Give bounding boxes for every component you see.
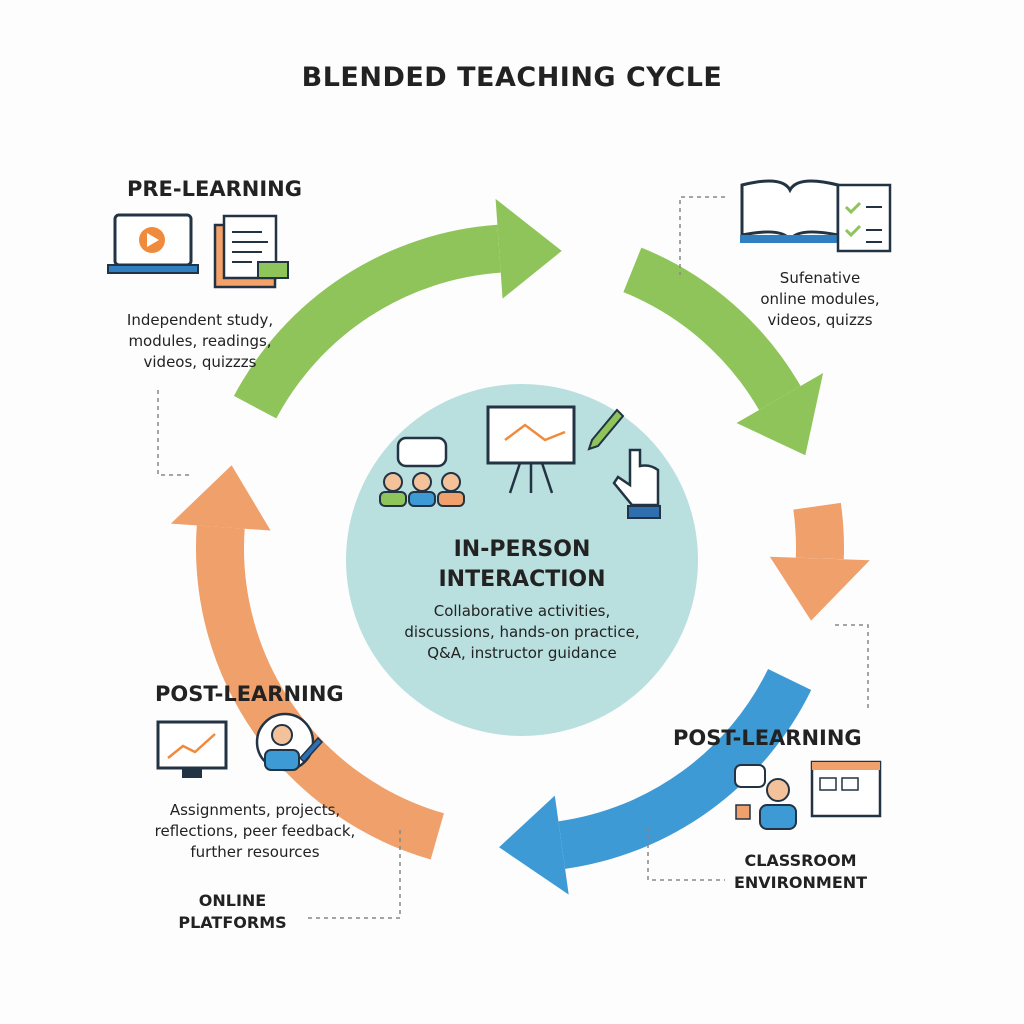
checklist-icon xyxy=(836,183,892,253)
text-line: ONLINE xyxy=(198,891,267,910)
student-writing-icon xyxy=(255,712,324,772)
post-learning-left-heading: POST-LEARNING xyxy=(155,682,344,706)
blue-arrow-bottom-head xyxy=(499,795,569,895)
documents-icon xyxy=(213,214,289,289)
text-line: videos, quizzs xyxy=(767,311,873,329)
center-heading: IN-PERSON xyxy=(453,537,591,562)
text-line: CLASSROOM xyxy=(744,851,857,870)
page-title: BLENDED TEACHING CYCLE xyxy=(301,62,723,93)
text-line: Collaborative activities, xyxy=(433,602,611,620)
dashed-connectors xyxy=(157,196,869,919)
green-arrow-top-head xyxy=(495,198,562,299)
analytics-monitor-icon xyxy=(156,720,228,778)
people-chat-icon xyxy=(379,436,465,507)
text-line: Assignments, projects, xyxy=(169,801,341,819)
blue-arrow-bottom xyxy=(558,668,812,869)
green-arrow-top xyxy=(233,224,502,419)
text-line: discussions, hands-on practice, xyxy=(404,623,640,641)
center-content: IN-PERSON INTERACTION Collaborative acti… xyxy=(346,535,698,664)
post-learning-right-heading: POST-LEARNING xyxy=(673,726,862,750)
center-circle xyxy=(346,384,698,736)
orange-arrow-right-head xyxy=(769,556,870,621)
teacher-chat-icon xyxy=(734,764,797,830)
text-line: further resources xyxy=(190,843,320,861)
green-arrow-right xyxy=(623,247,801,411)
pencil-icon xyxy=(587,408,625,451)
text-line: Independent study, xyxy=(126,311,274,329)
text-line: online modules, xyxy=(760,290,880,308)
text-line: videos, quizzzs xyxy=(143,353,257,371)
orange-arrow-right xyxy=(793,502,844,560)
text-line: ENVIRONMENT xyxy=(733,873,868,892)
classroom-environment-label: CLASSROOM ENVIRONMENT xyxy=(718,850,883,894)
center-heading: INTERACTION xyxy=(438,567,606,592)
green-arrow-right-head xyxy=(736,373,824,456)
post-learning-text: Assignments, projects, reflections, peer … xyxy=(140,800,370,863)
text-line: PLATFORMS xyxy=(178,913,287,932)
pre-learning-text: Independent study, modules, readings, vide… xyxy=(100,310,300,373)
open-book-icon xyxy=(740,179,840,243)
text-line: modules, readings, xyxy=(128,332,272,350)
text-line: reflections, peer feedback, xyxy=(154,822,356,840)
orange-arrow-left-head xyxy=(170,465,271,531)
browser-window-icon xyxy=(810,760,882,818)
pre-learning-heading: PRE-LEARNING xyxy=(127,177,302,201)
laptop-video-icon xyxy=(107,213,199,274)
text-line: Sufenative xyxy=(779,269,861,287)
online-modules-text: Sufenative online modules, videos, quizzs xyxy=(735,268,905,331)
presentation-board-icon xyxy=(486,405,576,494)
hand-pointer-icon xyxy=(612,448,661,519)
text-line: Q&A, instructor guidance xyxy=(427,644,617,662)
online-platforms-label: ONLINE PLATFORMS xyxy=(160,890,305,934)
